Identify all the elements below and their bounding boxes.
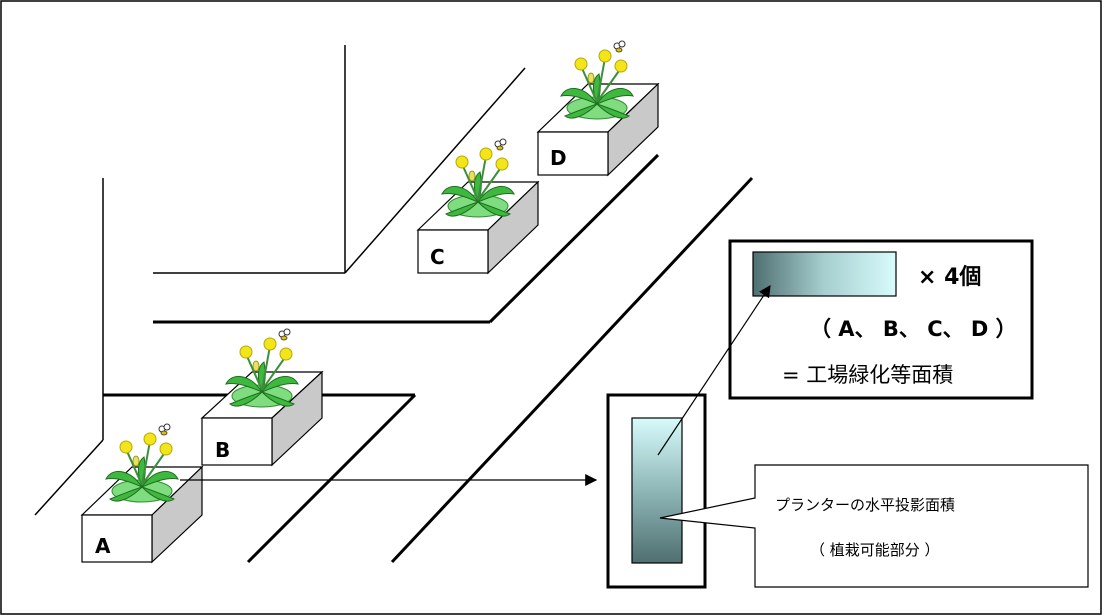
planter-label-a: A — [95, 534, 111, 558]
legend-multiplier: × 4個 — [918, 265, 981, 290]
projection-area-swatch — [631, 417, 683, 564]
callout-line2: （ 植栽可能部分 ） — [810, 541, 940, 559]
legend-letters: （ A、 B、 C、 D ） — [810, 317, 1017, 341]
planter-a — [80, 423, 204, 564]
planter-label-c: C — [430, 245, 445, 269]
perspective-lines — [34, 45, 754, 564]
legend-arrow — [657, 284, 771, 456]
planter-d — [536, 40, 660, 177]
planter-label-d: D — [550, 146, 567, 170]
legend-result: = 工場緑化等面積 — [782, 363, 953, 387]
planter-c — [416, 138, 540, 275]
legend-swatch — [752, 251, 897, 297]
planter-label-b: B — [215, 438, 230, 462]
planter-b — [200, 328, 324, 467]
callout-line1: プランターの水平投影面積 — [775, 496, 955, 514]
callout-box — [659, 464, 1089, 588]
